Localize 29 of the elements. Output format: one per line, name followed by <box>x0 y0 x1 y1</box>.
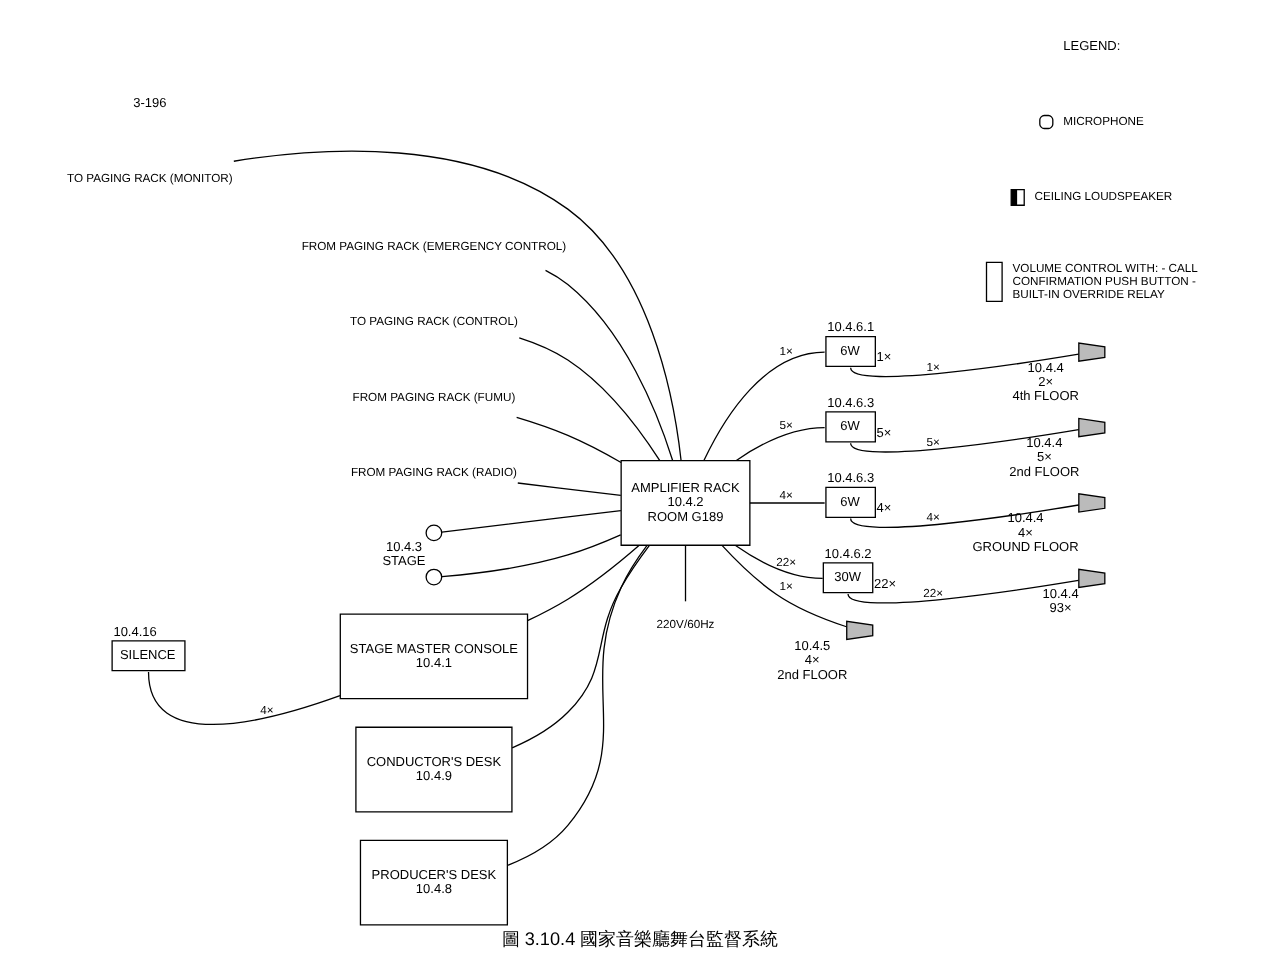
node-microphone <box>425 567 443 585</box>
connector <box>735 425 826 461</box>
connector <box>518 336 661 461</box>
connector <box>147 670 341 725</box>
connector <box>749 501 826 503</box>
connector <box>526 543 640 621</box>
connector <box>511 543 651 748</box>
node-loudspeaker <box>1078 341 1106 361</box>
node-microphone <box>425 523 443 541</box>
connector <box>441 533 622 577</box>
connector <box>703 350 826 461</box>
node-loudspeaker <box>1078 416 1106 437</box>
connector <box>506 543 648 866</box>
connector <box>441 508 622 532</box>
connector <box>721 543 848 627</box>
caption: 圖 3.10.4 國家音樂廳舞台監督系統 <box>501 927 779 948</box>
node-loudspeaker <box>1078 492 1106 512</box>
connector <box>544 268 674 461</box>
node-loudspeaker <box>1078 567 1106 588</box>
connector <box>517 481 622 495</box>
connector <box>847 578 1080 603</box>
connector <box>734 543 824 579</box>
connector <box>233 149 682 461</box>
connector <box>850 352 1080 377</box>
node-loudspeaker <box>846 619 874 640</box>
connector <box>684 543 687 601</box>
connector <box>850 427 1080 452</box>
connector <box>850 503 1080 527</box>
connector <box>516 415 622 463</box>
